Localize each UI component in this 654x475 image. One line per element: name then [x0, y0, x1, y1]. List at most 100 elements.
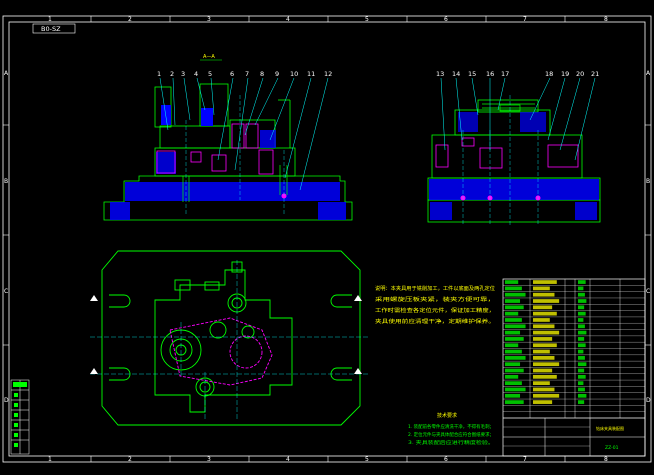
drawing-number: ZZ-01 [605, 445, 619, 451]
balloon-number: 21 [591, 70, 599, 78]
plan-outline [101, 250, 361, 426]
zone-number: 1 [48, 16, 52, 23]
zone-numbers-bottom: 1 2 3 4 5 6 7 8 [48, 456, 608, 463]
zone-number: 1 [48, 456, 52, 463]
title-block-label: 钻床夹具装配图 [596, 425, 624, 431]
bom-cell-text-mark [578, 330, 587, 335]
bom-cell-text-mark [505, 299, 521, 303]
zone-letters-right: A B C D [646, 70, 651, 404]
front-base-hatch [125, 182, 340, 201]
bom-cell-text-mark [533, 362, 560, 367]
zone-number: 4 [286, 456, 290, 463]
bom-cell-text-mark [505, 305, 524, 310]
bom-cell-text-mark [578, 343, 586, 348]
bom-cell-text-mark [505, 286, 522, 291]
balloon-number: 1 [157, 70, 161, 78]
plan-view [90, 250, 370, 426]
bom-cell-text-mark [578, 311, 586, 316]
balloon-number: 19 [561, 70, 569, 78]
zone-number: 8 [604, 16, 608, 23]
bom-cell-text-mark [578, 400, 585, 404]
left-revision-strip [10, 379, 30, 455]
zone-letter: A [4, 70, 9, 77]
bom-cell-text-mark [505, 381, 522, 386]
front-balloon-numbers: 1 2 3 4 5 6 7 8 9 10 11 12 [157, 70, 332, 78]
bom-cell-text-mark [533, 324, 555, 329]
bom-cell-text-mark [505, 374, 519, 379]
bom-cell-text-mark [578, 368, 585, 373]
zone-letter: A [646, 70, 651, 77]
bom-cell-text-mark [533, 387, 555, 392]
bom-cell-text-mark [533, 318, 550, 322]
bom-cell-text-mark [533, 286, 550, 291]
balloon-number: 11 [307, 70, 315, 78]
balloon-number: 12 [324, 70, 332, 78]
balloon-number: 14 [452, 70, 460, 78]
balloon-number: 2 [170, 70, 174, 78]
notes-block: 说明：本夹具用于铣削加工，工件以底面及两孔定位 采用螺旋压板夹紧，装夹方便可靠，… [375, 285, 495, 325]
zone-number: 5 [365, 456, 369, 463]
bom-cell-text-mark [505, 318, 522, 322]
balloon-number: 20 [576, 70, 584, 78]
balloon-number: 15 [468, 70, 476, 78]
bom-cell-text-mark [533, 349, 550, 354]
tech-req-line: 3. 夹具装配后应进行精度检验。 [408, 439, 494, 446]
zone-number: 7 [523, 16, 527, 23]
bom-cell-text-mark [578, 362, 587, 367]
bom-cell-text-mark [505, 349, 522, 354]
left-strip-marks [13, 382, 27, 447]
bom-cell-text-mark [533, 280, 557, 284]
zone-number: 4 [286, 16, 290, 23]
zone-letter: D [4, 397, 9, 404]
zone-ticks [3, 16, 651, 462]
zone-number: 7 [523, 456, 527, 463]
tech-req-line: 1. 装配前各零件应清洗干净，不得有毛刺； [408, 423, 494, 430]
zone-letters-left: A B C D [4, 70, 9, 404]
sheet-frame [2, 15, 652, 463]
tech-requirements: 技术要求 1. 装配前各零件应清洗干净，不得有毛刺； 2. 定位元件与夹具体配合… [408, 412, 494, 446]
balloon-number: 17 [501, 70, 509, 78]
bom-cell-text-mark [505, 362, 521, 367]
zone-number: 6 [444, 16, 448, 23]
bom-cell-text-mark [533, 374, 557, 379]
bom-cell-text-mark [505, 356, 526, 360]
balloon-number: 8 [260, 70, 264, 78]
bom-cell-text-mark [578, 292, 585, 297]
bom-cell-text-mark [533, 311, 557, 316]
balloon-number: 4 [194, 70, 198, 78]
bom-cell-text-mark [533, 330, 560, 335]
side-base [427, 99, 601, 223]
bom-cell-text-mark [578, 280, 586, 284]
balloon-number: 13 [436, 70, 444, 78]
zone-number: 8 [604, 456, 608, 463]
side-magenta-parts [435, 137, 579, 169]
bom-cell-text-mark [505, 337, 524, 341]
zone-number: 2 [128, 456, 132, 463]
bom-cell-text-mark [533, 400, 553, 404]
note-line: 说明：本夹具用于铣削加工，工件以底面及两孔定位 [375, 285, 495, 292]
bom-cell-text-mark [533, 305, 553, 310]
bom-cell-text-mark [505, 368, 524, 373]
zone-letter: D [646, 397, 651, 404]
side-base-hatch [429, 179, 599, 200]
note-line: 工作时需检查各定位元件，保证加工精度， [375, 307, 495, 314]
plan-workpiece [169, 317, 273, 386]
front-base [103, 175, 353, 221]
side-view: 13 14 15 16 17 18 19 20 21 [427, 70, 601, 225]
zone-number: 2 [128, 16, 132, 23]
bom-cell-text-mark [533, 393, 560, 398]
bom-cell-text-mark [578, 374, 586, 379]
bom-cell-text-mark [578, 318, 584, 322]
code-box-text: B0-SZ [41, 25, 61, 33]
section-label: A—A [203, 54, 215, 60]
zone-letter: B [4, 178, 8, 185]
bom-cell-text-mark [578, 387, 585, 392]
bom-cell-text-mark [505, 311, 519, 316]
bom-cell-text-mark [578, 349, 584, 354]
bom-cell-text-mark [533, 292, 555, 297]
zone-number: 5 [365, 16, 369, 23]
bom-cell-text-mark [578, 286, 584, 291]
bom-cell-text-mark [578, 393, 587, 398]
balloon-number: 18 [545, 70, 553, 78]
bom-cell-text-mark [578, 324, 585, 329]
